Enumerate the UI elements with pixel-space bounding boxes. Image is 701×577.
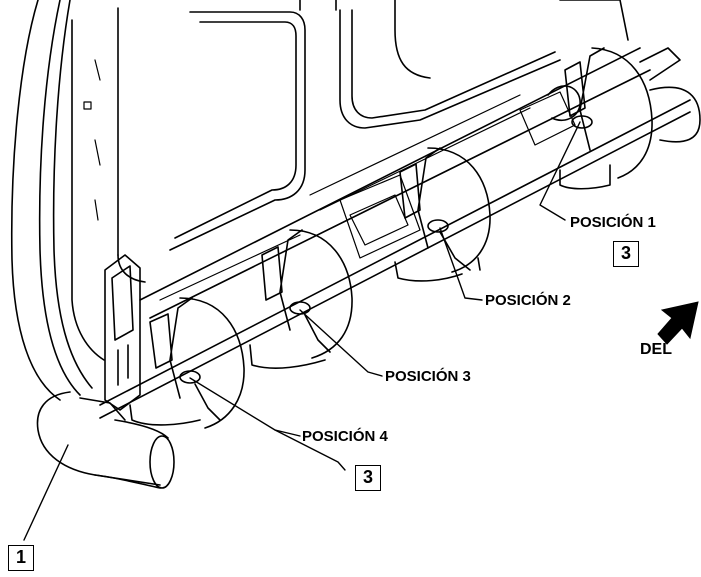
label-position-1: POSICIÓN 1 [570,214,656,231]
label-front: DEL [640,341,672,358]
leader-lines [23,121,581,541]
item-marker-clip: 3 [613,241,639,267]
clip-position-4 [129,297,245,429]
pipe [36,391,175,489]
label-position-2: POSICIÓN 2 [485,292,571,309]
label-position-3: POSICIÓN 3 [385,368,471,385]
appliance-frame [10,0,691,419]
clip-position-2 [394,147,491,282]
left-bracket [104,254,141,411]
front-direction-arrow [657,301,699,345]
door-panels [169,0,629,251]
item-marker-clip: 3 [355,465,381,491]
item-marker-pipe: 1 [8,545,34,571]
clip-position-3 [249,229,353,369]
label-position-4: POSICIÓN 4 [302,428,388,445]
clip-position-1 [547,47,701,190]
chassis-lines [83,59,576,301]
